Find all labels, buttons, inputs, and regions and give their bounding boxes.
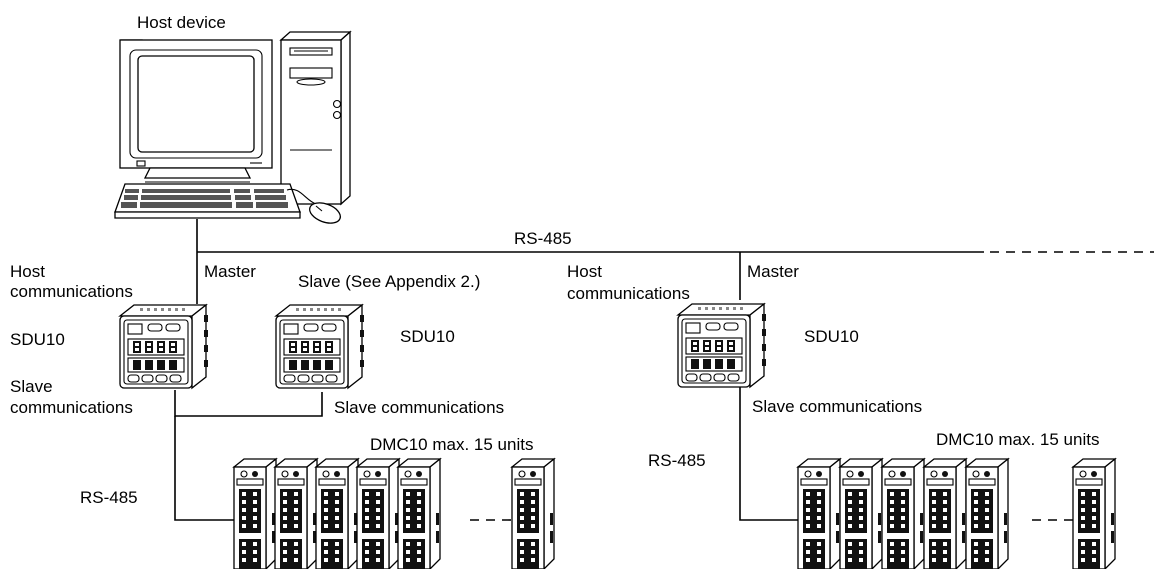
computer-icon [114, 30, 352, 224]
sdu10-label-master: SDU10 [10, 330, 65, 349]
dmc10-count-label-left: DMC10 max. 15 units [370, 435, 534, 454]
rs485-label-right: RS-485 [648, 451, 706, 470]
dmc10-module-icon [1072, 458, 1116, 569]
rs485-dmc-line-left [174, 416, 244, 521]
host-comm-label-left-1: Host [10, 262, 45, 281]
slave-comm-label-left-1: Slave [10, 377, 53, 396]
dmc10-module-icon [397, 458, 441, 569]
slave-comm-line-left [174, 390, 323, 417]
master-label-right: Master [747, 262, 799, 281]
sdu10-label-slave: SDU10 [400, 327, 455, 346]
sdu10-controller-icon [119, 304, 209, 389]
dmc10-module-icon [274, 458, 318, 569]
slave-appendix-label: Slave (See Appendix 2.) [298, 272, 481, 291]
host-comm-label-right-1: Host [567, 262, 602, 281]
rs485-bus-label: RS-485 [514, 229, 572, 248]
sdu10-controller-icon [677, 303, 767, 388]
rs485-label-left: RS-485 [80, 488, 138, 507]
dmc10-module-icon [511, 458, 555, 569]
host-comm-label-left-2: communications [10, 282, 133, 301]
slave-comm-label-left-2: communications [10, 398, 133, 417]
sdu10-label-right: SDU10 [804, 327, 859, 346]
master-label-left: Master [204, 262, 256, 281]
dmc10-module-icon [965, 458, 1009, 569]
dmc10-module-icon [923, 458, 967, 569]
dmc10-module-icon [356, 458, 400, 569]
dmc10-module-icon [233, 458, 277, 569]
dmc10-module-icon [839, 458, 883, 569]
dmc10-count-label-right: DMC10 max. 15 units [936, 430, 1100, 449]
host-device-label: Host device [137, 13, 226, 32]
dmc10-module-icon [797, 458, 841, 569]
slave-comm-label-slave: Slave communications [334, 398, 505, 417]
rs485-dmc-line-right [739, 382, 808, 521]
sdu10-controller-icon [275, 304, 365, 389]
dmc10-module-icon [881, 458, 925, 569]
slave-comm-label-right: Slave communications [752, 397, 923, 416]
dmc10-module-icon [315, 458, 359, 569]
host-comm-label-right-2: communications [567, 284, 690, 303]
